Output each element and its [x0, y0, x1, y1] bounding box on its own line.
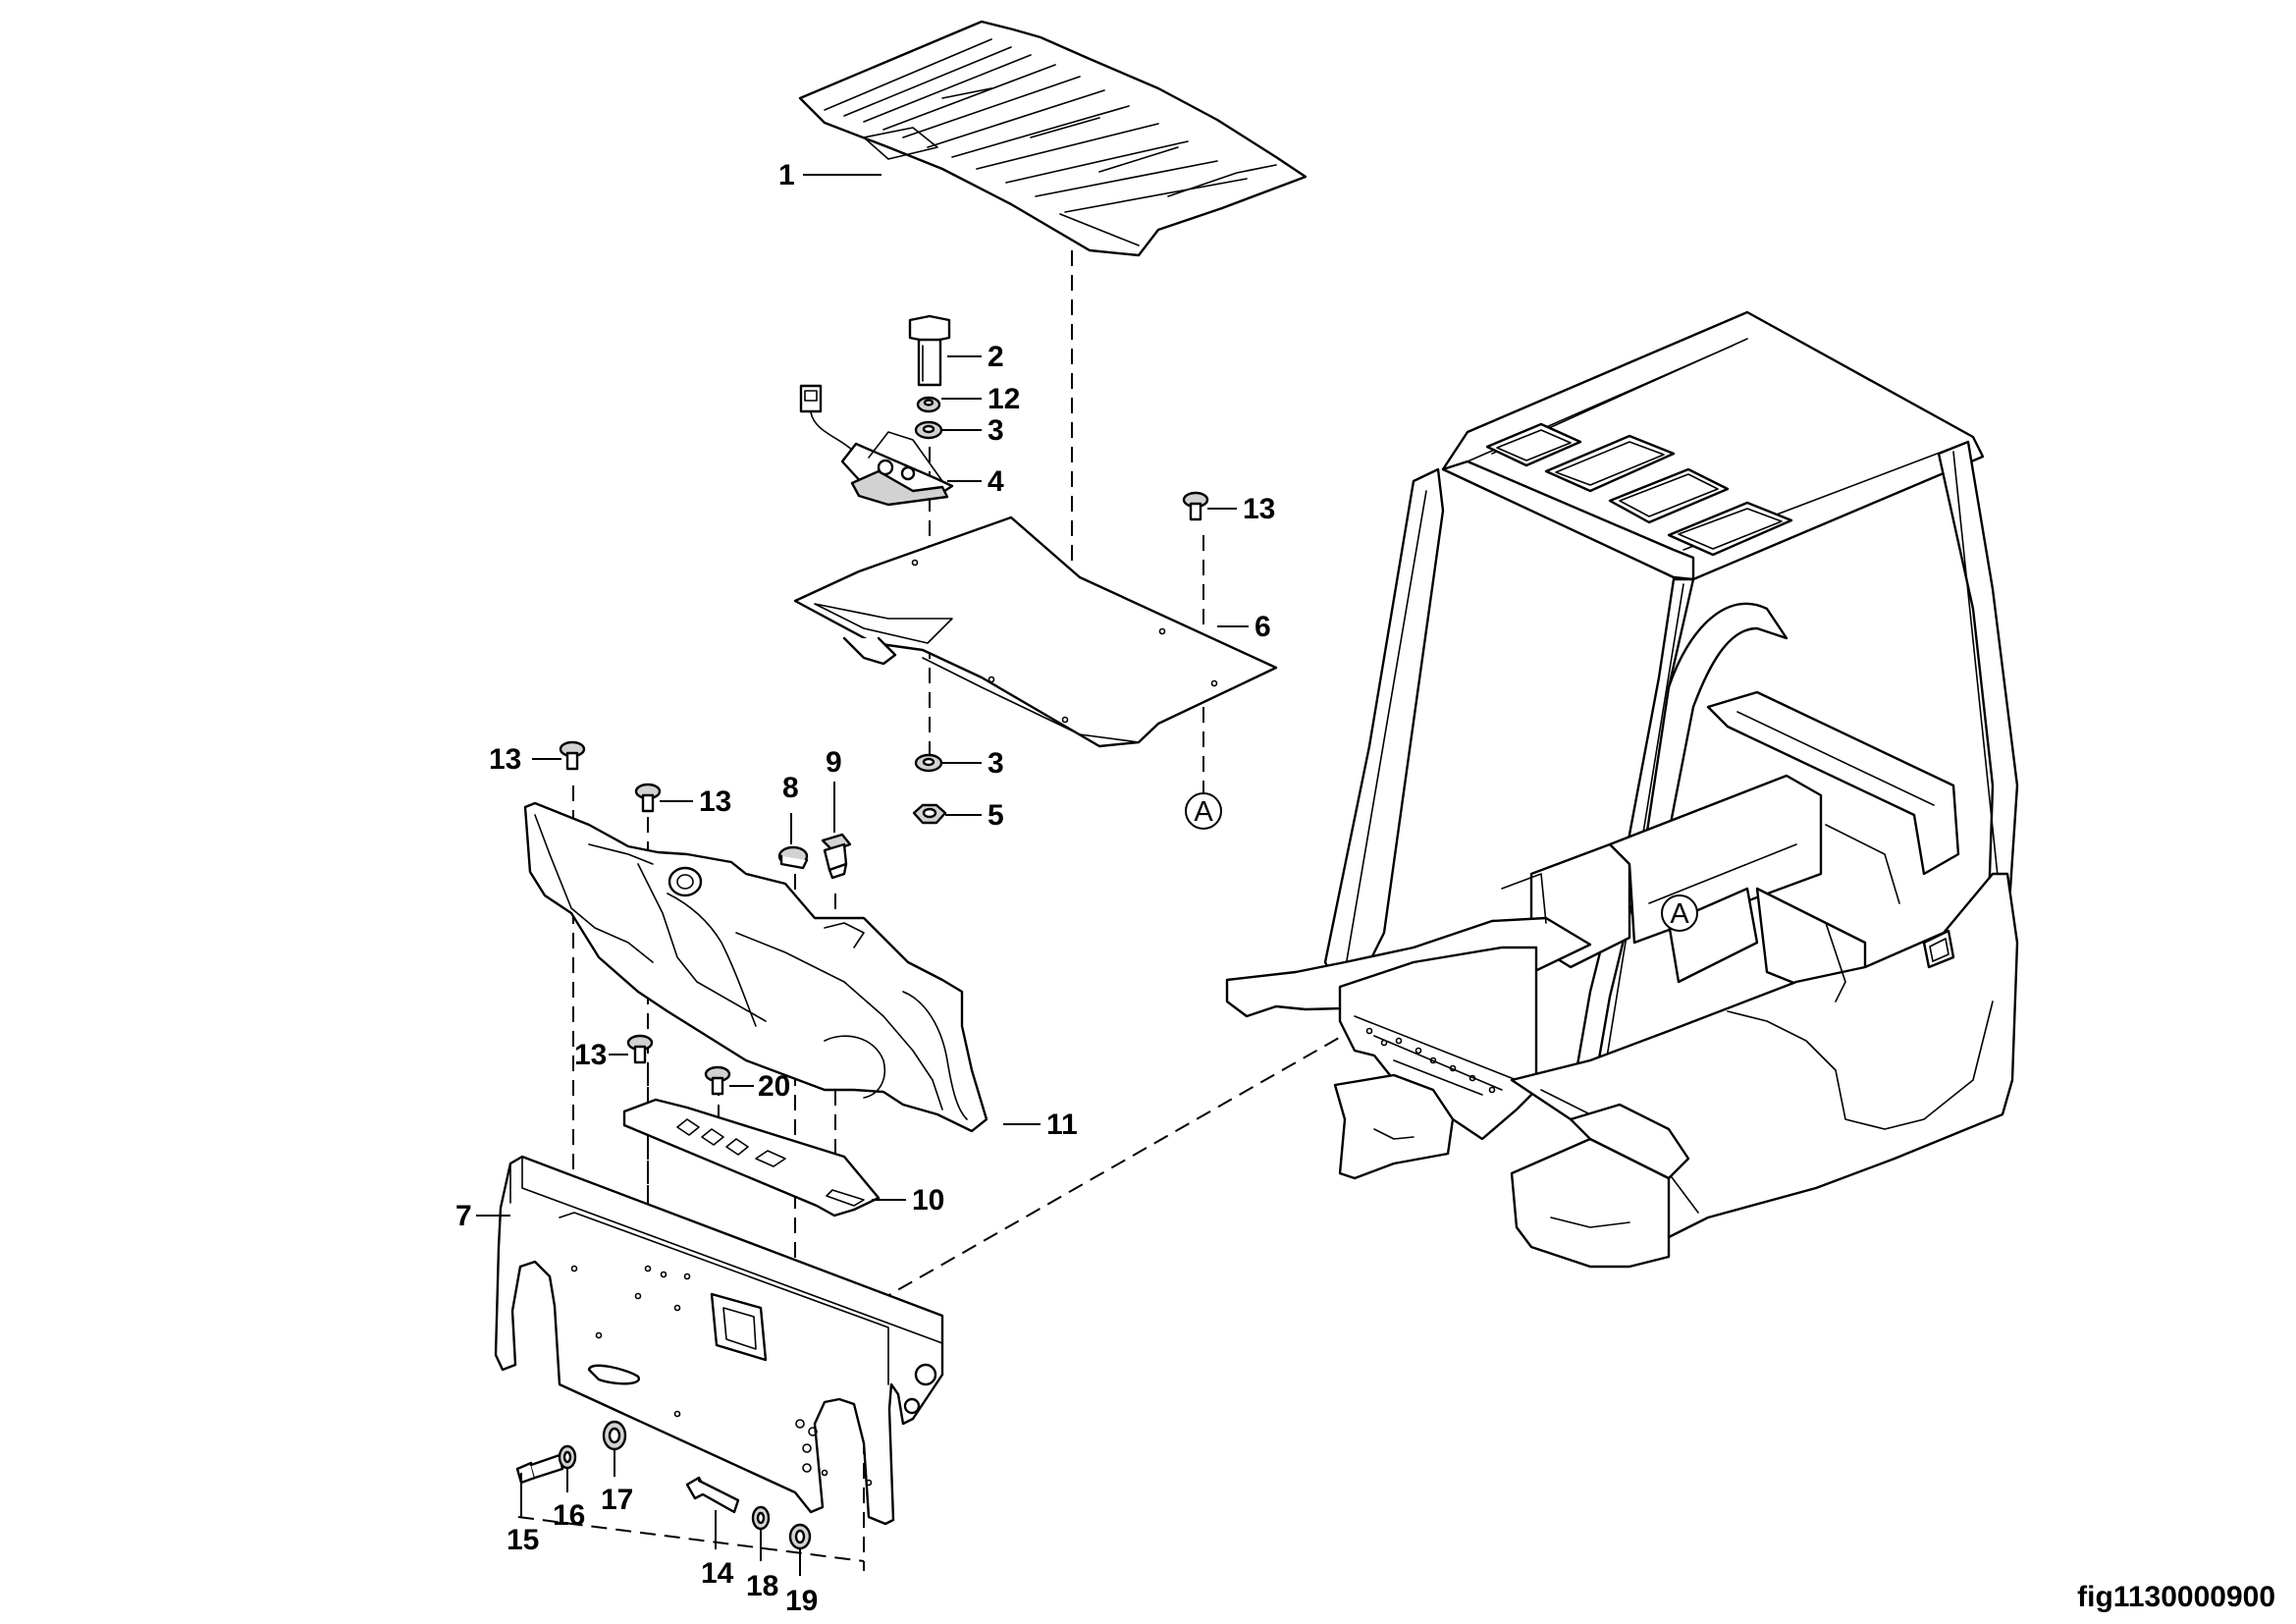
washer-16-part: [558, 1444, 577, 1470]
callout-14: 14: [701, 1557, 734, 1590]
callout-1: 1: [778, 159, 795, 191]
flat-washer-lower-part: [914, 753, 943, 773]
switch-9-part: [821, 833, 852, 880]
push-rivet-13d-part: [626, 1034, 654, 1064]
washer-19-part: [788, 1523, 812, 1550]
callout-13-low: 13: [574, 1039, 607, 1071]
washer-18-part: [751, 1505, 771, 1531]
callout-3-lower: 3: [988, 747, 1004, 780]
callout-4: 4: [988, 465, 1004, 498]
reference-circle-a-left: A: [1185, 792, 1222, 830]
callout-10: 10: [912, 1184, 944, 1217]
cab-frame-assembly: [1225, 310, 2019, 1269]
callout-19: 19: [785, 1585, 818, 1617]
callout-13-top: 13: [1243, 493, 1275, 525]
reference-circle-a-right: A: [1661, 894, 1698, 932]
reference-label-a-right: A: [1670, 898, 1689, 930]
callout-12: 12: [988, 383, 1020, 415]
bolt-14-part: [685, 1476, 740, 1514]
leader-lines: [476, 174, 1249, 1576]
callout-15: 15: [507, 1524, 539, 1556]
bolt-15-part: [515, 1453, 564, 1485]
figure-id: fig1130000900: [2077, 1581, 2275, 1613]
callout-2: 2: [988, 341, 1004, 373]
callout-11: 11: [1046, 1109, 1078, 1141]
callout-9: 9: [826, 746, 842, 779]
plug-8-part: [777, 845, 809, 870]
hex-nut-part: [912, 803, 947, 825]
front-panel-part: [494, 1155, 944, 1526]
callout-13-mid: 13: [699, 785, 731, 818]
floor-plate-part: [793, 515, 1278, 748]
callout-5: 5: [988, 799, 1004, 832]
callout-17: 17: [601, 1484, 633, 1516]
callout-3-upper: 3: [988, 414, 1004, 447]
reference-label-a-left: A: [1194, 796, 1213, 828]
callout-8: 8: [782, 772, 799, 804]
dash-panel-part: [523, 801, 988, 1133]
callout-16: 16: [553, 1499, 585, 1532]
push-rivet-13b-part: [559, 740, 586, 771]
callout-13-left: 13: [489, 743, 521, 776]
floor-mat-part: [798, 20, 1308, 257]
bracket-strip-part: [622, 1098, 881, 1218]
lock-washer-part: [916, 396, 941, 413]
bolt-part: [908, 314, 951, 387]
push-rivet-20-part: [704, 1065, 731, 1096]
callout-labels: 1 2 12 3 4 13 6 3 5 13 13 8 9 13 20 11 1…: [455, 159, 1275, 1617]
callout-6: 6: [1255, 611, 1271, 643]
callout-7: 7: [455, 1200, 472, 1232]
pedal-switch-part: [799, 384, 954, 507]
flat-washer-upper-part: [914, 420, 943, 440]
push-rivet-13a-part: [1182, 491, 1209, 521]
washer-17-part: [602, 1420, 627, 1451]
callout-18: 18: [746, 1570, 778, 1602]
callout-20: 20: [758, 1070, 790, 1103]
push-rivet-13c-part: [634, 783, 662, 813]
